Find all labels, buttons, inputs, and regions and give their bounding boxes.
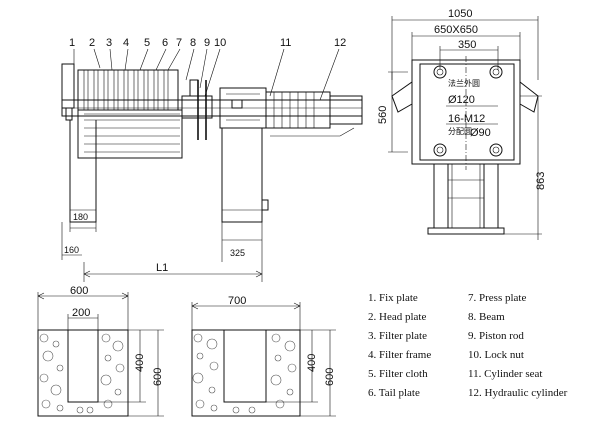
callout-9: 9 xyxy=(204,37,210,49)
pcd-label: 分配圆 xyxy=(448,127,472,136)
callout-5: 5 xyxy=(144,37,150,49)
callout-3: 3 xyxy=(106,37,112,49)
bolt-spec: 16-M12 xyxy=(448,113,485,125)
dim-863: 863 xyxy=(535,172,547,190)
dim-L1: L1 xyxy=(156,262,168,274)
legend-item: 1. Fix plate xyxy=(368,292,418,304)
dim-160: 160 xyxy=(64,245,79,255)
legend-item: 12. Hydraulic cylinder xyxy=(468,387,568,399)
callout-7: 7 xyxy=(176,37,182,49)
dim-180: 180 xyxy=(73,212,88,222)
foundation-left: 600 200 400 600 xyxy=(37,285,164,417)
callout-2: 2 xyxy=(89,37,95,49)
callout-12: 12 xyxy=(334,37,346,49)
foundation-right: 700 400 600 xyxy=(191,295,336,417)
foundation-left-h400: 400 xyxy=(134,354,146,372)
legend-item: 5. Filter cloth xyxy=(368,368,428,380)
dim-650x650: 650X650 xyxy=(434,24,478,36)
dim-560: 560 xyxy=(377,106,389,124)
filter-plate-pack xyxy=(77,69,183,159)
callout-10: 10 xyxy=(214,37,226,49)
legend-item: 2. Head plate xyxy=(368,311,427,323)
legend-item: 9. Piston rod xyxy=(468,330,524,342)
foundation-right-h400: 400 xyxy=(306,354,318,372)
callout-4: 4 xyxy=(123,37,129,49)
flange-label: 法兰外圆 xyxy=(448,78,480,88)
front-view: 1 2 3 4 5 6 7 8 9 10 11 12 xyxy=(61,37,363,282)
dim-325: 325 xyxy=(230,248,245,258)
flange-diameter: Ø120 xyxy=(448,94,475,106)
callout-1: 1 xyxy=(69,37,75,49)
foundation-right-width: 700 xyxy=(228,295,246,307)
callout-8: 8 xyxy=(190,37,196,49)
foundation-left-h600: 600 xyxy=(152,368,164,386)
foundation-right-h600: 600 xyxy=(324,368,336,386)
legend-item: 3. Filter plate xyxy=(368,330,427,342)
legend-item: 6. Tail plate xyxy=(368,387,420,399)
dim-350: 350 xyxy=(458,39,476,51)
pcd-diameter: Ø90 xyxy=(470,127,491,139)
foundation-left-width: 600 xyxy=(70,285,88,297)
callout-6: 6 xyxy=(162,37,168,49)
legend-item: 7. Press plate xyxy=(468,292,527,304)
legend-item: 11. Cylinder seat xyxy=(468,368,543,380)
legend-item: 10. Lock nut xyxy=(468,349,524,361)
legend-item: 8. Beam xyxy=(468,311,505,323)
side-view: 1050 650X650 350 法兰外圆 Ø120 16-M12 分配圆 Ø9… xyxy=(377,8,547,240)
callout-11: 11 xyxy=(280,37,291,49)
legend-item: 4. Filter frame xyxy=(368,349,432,361)
foundation-left-inner: 200 xyxy=(72,307,90,319)
dim-1050: 1050 xyxy=(448,8,472,20)
